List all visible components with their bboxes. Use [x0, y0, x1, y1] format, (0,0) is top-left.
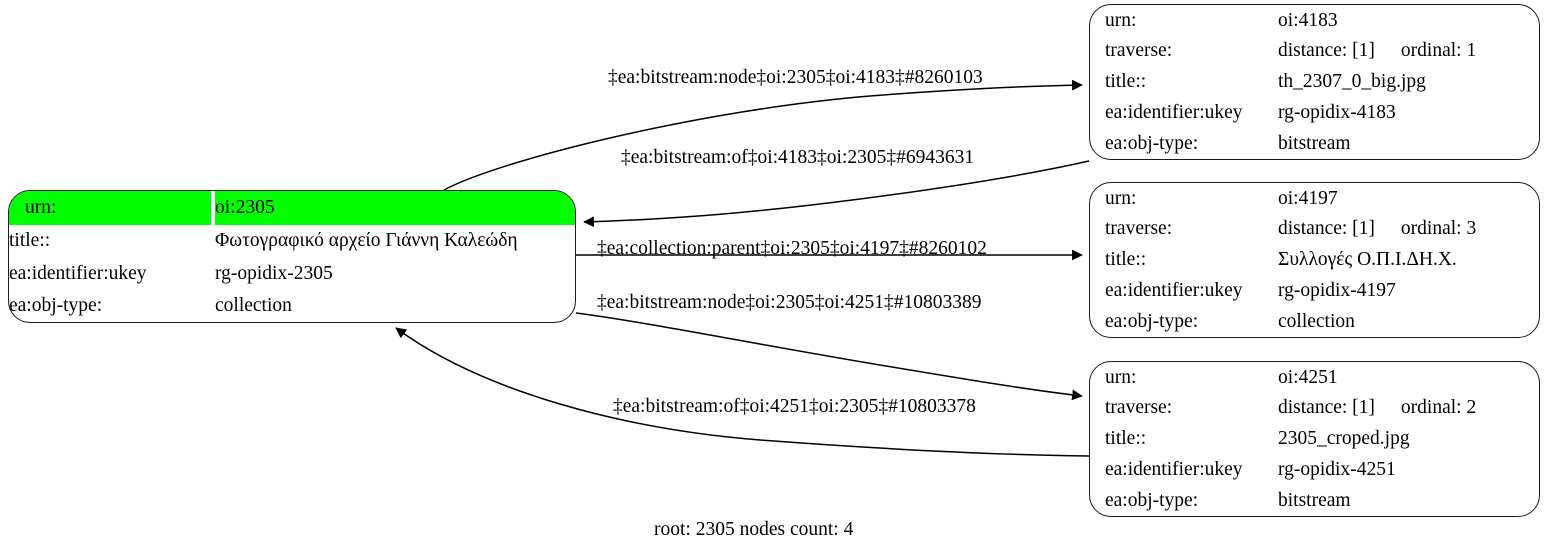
edge-label-bitstream-of-4251: ‡ea:bitstream:of‡oi:4251‡oi:2305‡#108033…: [613, 396, 976, 417]
node-root-table: urn: oi:2305 title:: Φωτογραφικό αρχείο …: [9, 191, 575, 322]
node-4183-row-title: title:: th_2307_0_big.jpg: [1090, 67, 1539, 98]
node-4197-val-title: Συλλογές Ο.Π.Ι.ΔΗ.Χ.: [1278, 249, 1457, 271]
node-oi-4197[interactable]: urn: oi:4197 traverse: distance: [1] ordi…: [1089, 182, 1540, 338]
node-root-row-urn: urn: oi:2305: [9, 191, 575, 225]
edge-label-bitstream-of-4183: ‡ea:bitstream:of‡oi:4183‡oi:2305‡#694363…: [621, 147, 975, 168]
edge-root-to-4183: [443, 79, 1083, 191]
node-4197-table: urn: oi:4197 traverse: distance: [1] ordi…: [1090, 183, 1539, 337]
edge-4251-to-root: [395, 327, 1090, 457]
node-4197-key-traverse: traverse:: [1105, 218, 1173, 240]
node-4183-table: urn: oi:4183 traverse: distance: [1] ordi…: [1090, 5, 1539, 159]
node-4251-row-urn: urn: oi:4251: [1090, 362, 1539, 393]
node-4251-val-ukey: rg-opidix-4251: [1278, 459, 1396, 481]
node-4251-key-urn: urn:: [1105, 366, 1137, 388]
node-4197-val-urn: oi:4197: [1278, 187, 1338, 209]
node-4197-row-traverse: traverse: distance: [1] ordinal: 3: [1090, 214, 1539, 245]
node-root-row-ukey: ea:identifier:ukey rg-opidix-2305: [9, 257, 575, 289]
node-4183-row-urn: urn: oi:4183: [1090, 5, 1539, 36]
node-4183-distance: distance: [1]: [1278, 40, 1375, 62]
node-oi-2305[interactable]: urn: oi:2305 title:: Φωτογραφικό αρχείο …: [8, 190, 576, 323]
node-4251-key-objtype: ea:obj-type:: [1105, 489, 1199, 511]
node-4183-key-objtype: ea:obj-type:: [1105, 132, 1199, 154]
node-4183-row-objtype: ea:obj-type: bitstream: [1090, 128, 1539, 159]
node-root-key-objtype: ea:obj-type:: [9, 295, 103, 316]
node-4251-ordinal: ordinal: 2: [1400, 397, 1477, 419]
node-4197-row-urn: urn: oi:4197: [1090, 183, 1539, 214]
edge-label-bitstream-node-4183: ‡ea:bitstream:node‡oi:2305‡oi:4183‡#8260…: [608, 67, 983, 88]
node-4183-val-objtype: bitstream: [1278, 132, 1351, 154]
node-oi-4183[interactable]: urn: oi:4183 traverse: distance: [1] ordi…: [1089, 4, 1540, 160]
graph-caption: root: 2305 nodes count: 4: [654, 519, 854, 540]
node-4183-ordinal: ordinal: 1: [1400, 40, 1477, 62]
node-4197-val-ukey: rg-opidix-4197: [1278, 280, 1396, 302]
node-root-val-title: Φωτογραφικό αρχείο Γιάννη Καλεώδη: [215, 230, 518, 252]
node-4251-row-objtype: ea:obj-type: bitstream: [1090, 485, 1539, 516]
node-4251-val-urn: oi:4251: [1278, 366, 1338, 388]
node-4197-key-title: title::: [1105, 249, 1147, 271]
node-4251-val-objtype: bitstream: [1278, 489, 1351, 511]
node-4183-val-urn: oi:4183: [1278, 9, 1338, 31]
node-root-gap: [211, 191, 215, 225]
node-4183-row-ukey: ea:identifier:ukey rg-opidix-4183: [1090, 97, 1539, 128]
node-oi-4251[interactable]: urn: oi:4251 traverse: distance: [1] ordi…: [1089, 361, 1540, 517]
node-4251-val-traverse: distance: [1] ordinal: 2: [1277, 393, 1539, 424]
node-4197-key-ukey: ea:identifier:ukey: [1105, 280, 1243, 302]
node-4183-val-title: th_2307_0_big.jpg: [1278, 71, 1426, 93]
node-4197-row-objtype: ea:obj-type: collection: [1090, 306, 1539, 337]
node-4251-row-ukey: ea:identifier:ukey rg-opidix-4251: [1090, 454, 1539, 485]
edge-label-bitstream-node-4251: ‡ea:bitstream:node‡oi:2305‡oi:4251‡#1080…: [597, 292, 982, 313]
edge-root-to-4251: [575, 312, 1083, 401]
node-4183-key-ukey: ea:identifier:ukey: [1105, 102, 1243, 124]
node-4197-ordinal: ordinal: 3: [1400, 218, 1477, 240]
node-root-key-urn: urn:: [9, 191, 211, 225]
node-4197-row-ukey: ea:identifier:ukey rg-opidix-4197: [1090, 275, 1539, 306]
node-root-val-urn: oi:2305: [215, 191, 575, 225]
node-root-val-objtype: collection: [215, 295, 292, 316]
node-4251-row-traverse: traverse: distance: [1] ordinal: 2: [1090, 393, 1539, 424]
node-4197-distance: distance: [1]: [1278, 218, 1375, 240]
node-4251-key-traverse: traverse:: [1105, 397, 1173, 419]
node-4183-key-urn: urn:: [1105, 9, 1137, 31]
node-4251-key-title: title::: [1105, 428, 1147, 450]
node-4183-val-traverse: distance: [1] ordinal: 1: [1277, 36, 1539, 67]
edge-4183-to-root: [583, 160, 1090, 228]
node-4183-row-traverse: traverse: distance: [1] ordinal: 1: [1090, 36, 1539, 67]
node-4197-row-title: title:: Συλλογές Ο.Π.Ι.ΔΗ.Χ.: [1090, 245, 1539, 276]
node-4251-distance: distance: [1]: [1278, 397, 1375, 419]
node-root-key-ukey: ea:identifier:ukey: [9, 262, 147, 284]
node-4183-val-ukey: rg-opidix-4183: [1278, 102, 1396, 124]
node-4197-val-traverse: distance: [1] ordinal: 3: [1277, 214, 1539, 245]
node-4251-key-ukey: ea:identifier:ukey: [1105, 459, 1243, 481]
node-4251-table: urn: oi:4251 traverse: distance: [1] ordi…: [1090, 362, 1539, 516]
node-4183-key-traverse: traverse:: [1105, 40, 1173, 62]
node-4197-key-objtype: ea:obj-type:: [1105, 310, 1199, 332]
node-4197-key-urn: urn:: [1105, 187, 1137, 209]
edge-label-collection-parent-4197: ‡ea:collection:parent‡oi:2305‡oi:4197‡#8…: [597, 238, 987, 259]
node-4183-key-title: title::: [1105, 71, 1147, 93]
node-root-row-title: title:: Φωτογραφικό αρχείο Γιάννη Καλεώδ…: [9, 225, 575, 257]
node-4251-val-title: 2305_croped.jpg: [1278, 428, 1410, 450]
node-root-val-ukey: rg-opidix-2305: [215, 262, 333, 284]
node-root-row-objtype: ea:obj-type: collection: [9, 290, 575, 322]
node-4197-val-objtype: collection: [1278, 310, 1355, 332]
node-4251-row-title: title:: 2305_croped.jpg: [1090, 424, 1539, 455]
node-root-key-title: title::: [9, 230, 51, 252]
